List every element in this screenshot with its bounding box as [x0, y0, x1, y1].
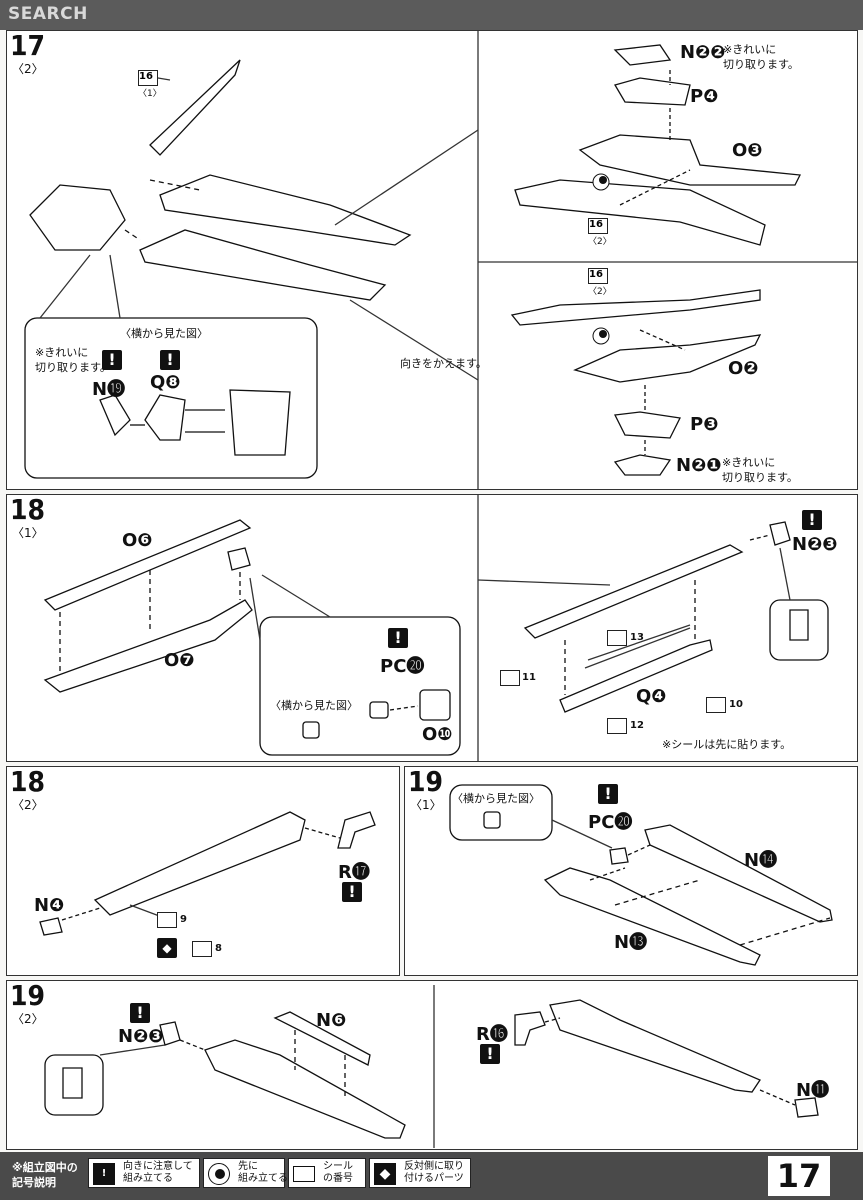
watermark: SEARCH — [8, 4, 88, 24]
legend-text: シール の番号 — [323, 1161, 353, 1184]
part-label-r17: R⓱ — [338, 862, 370, 883]
part-label-n19: N⓳ — [92, 379, 126, 400]
substep-label: 〈2〉 — [12, 798, 44, 812]
warning-icon: ! — [342, 882, 362, 902]
sticker-number: 10 — [729, 699, 743, 710]
legend-text: 向きに注意して 組み立てる — [123, 1161, 193, 1184]
part-label-n22: N❷❷ — [680, 42, 726, 63]
part-label-o10: O❿ — [422, 724, 453, 745]
substep-label: 〈1〉 — [410, 798, 442, 812]
part-label-pc20: PC⓴ — [380, 656, 425, 677]
part-label-n23: N❷❸ — [792, 534, 838, 555]
sticker-icon — [293, 1166, 315, 1182]
page-number: 17 — [768, 1156, 830, 1196]
sticker-icon — [500, 670, 520, 686]
sticker-number: 9 — [180, 914, 187, 925]
side-view-title: 〈横から見た図〉 — [120, 327, 208, 340]
substep-label: 〈2〉 — [12, 62, 44, 76]
turn-note: 向きをかえます。 — [400, 357, 487, 370]
legend-text: 反対側に取り 付けるパーツ — [404, 1161, 464, 1184]
part-label-r16: R⓰ — [476, 1024, 508, 1045]
part-label-n6: N❻ — [316, 1010, 347, 1031]
part-label-pc20: PC⓴ — [588, 812, 633, 833]
sticker-icon — [607, 630, 627, 646]
warning-icon: ! — [598, 784, 618, 804]
part-label-q4: Q❹ — [636, 686, 667, 707]
clean-cut-note: ※きれいに 切り取ります。 — [722, 456, 798, 484]
mirror-icon: ◆ — [374, 1163, 396, 1185]
dot-icon — [208, 1163, 230, 1185]
part-16-sub: 〈2〉 — [588, 287, 612, 297]
legend-title: ※組立図中の 記号説明 — [12, 1161, 78, 1189]
warning-icon: ! — [102, 350, 122, 370]
part-label-o2: O❷ — [728, 358, 759, 379]
part-label-p3: P❸ — [690, 414, 719, 435]
sticker-number: 12 — [630, 720, 644, 731]
sticker-icon — [192, 941, 212, 957]
part-label-n23: N❷❸ — [118, 1026, 164, 1047]
legend-text: 先に 組み立てる — [238, 1161, 288, 1184]
substep-label: 〈2〉 — [12, 1012, 44, 1026]
substep-label: 〈1〉 — [12, 526, 44, 540]
part-label-o6: O❻ — [122, 530, 153, 551]
legend-item-sticker: シール の番号 — [288, 1158, 366, 1188]
step-number: 18 — [10, 765, 46, 798]
side-view-title: 〈横から見た図〉 — [452, 792, 540, 805]
part-label-n13: N⓭ — [614, 932, 648, 953]
legend-item-mirror: ◆ 反対側に取り 付けるパーツ — [369, 1158, 471, 1188]
part-16-sub: 〈2〉 — [588, 237, 612, 247]
warning-icon: ! — [802, 510, 822, 530]
step-number: 19 — [408, 765, 444, 798]
clean-cut-note: ※きれいに 切り取ります。 — [35, 346, 111, 374]
warning-icon: ! — [480, 1044, 500, 1064]
part-label-n14: N⓮ — [744, 850, 778, 871]
part-label-q8: Q❽ — [150, 372, 181, 393]
part-16-number: 16 — [589, 269, 603, 280]
header-band — [0, 0, 863, 30]
legend-item-first: 先に 組み立てる — [203, 1158, 288, 1188]
warning-icon: ! — [93, 1163, 115, 1185]
sticker-number: 13 — [630, 632, 644, 643]
legend-item-warning: ! 向きに注意して 組み立てる — [88, 1158, 200, 1188]
warning-icon: ! — [388, 628, 408, 648]
step-number: 18 — [10, 493, 46, 526]
part-16-number: 16 — [589, 219, 603, 230]
part-label-n11: N⓫ — [796, 1080, 830, 1101]
sticker-icon — [706, 697, 726, 713]
sticker-number: 11 — [522, 672, 536, 683]
sticker-first-note: ※シールは先に貼ります。 — [662, 738, 792, 751]
warning-icon: ! — [160, 350, 180, 370]
part-16-sub: 〈1〉 — [138, 89, 162, 99]
part-label-n21: N❷❶ — [676, 455, 722, 476]
side-view-title: 〈横から見た図〉 — [270, 699, 358, 712]
step-number: 19 — [10, 979, 46, 1012]
part-label-o7: O❼ — [164, 650, 195, 671]
part-16-number: 16 — [139, 71, 153, 82]
part-label-n4: N❹ — [34, 895, 65, 916]
mirror-icon: ◆ — [157, 938, 177, 958]
sticker-icon — [157, 912, 177, 928]
warning-icon: ! — [130, 1003, 150, 1023]
part-16-ref-box: 16 — [138, 70, 158, 86]
sticker-icon — [607, 718, 627, 734]
clean-cut-note: ※きれいに 切り取ります。 — [723, 43, 799, 71]
part-16-ref-box: 16 — [588, 268, 608, 284]
part-16-ref-box: 16 — [588, 218, 608, 234]
part-label-p4: P❹ — [690, 86, 719, 107]
sticker-number: 8 — [215, 943, 222, 954]
step-number: 17 — [10, 29, 46, 62]
part-label-o3: O❸ — [732, 140, 763, 161]
